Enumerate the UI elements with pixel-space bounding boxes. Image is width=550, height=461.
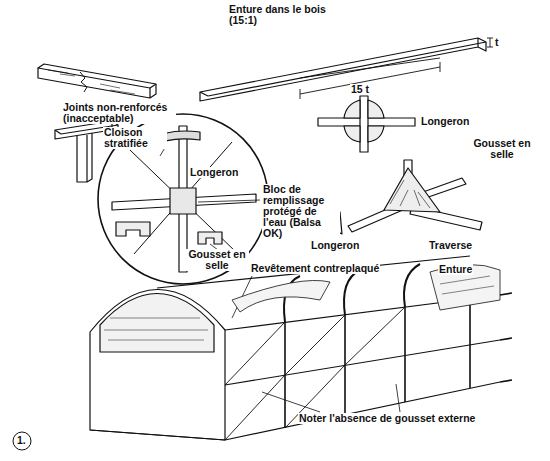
callout-label: Longeron	[420, 116, 470, 127]
callout-label: Joints non-renforcés (inacceptable)	[62, 102, 176, 124]
callout-label: Revêtement contreplaqué	[250, 263, 380, 274]
callout-label: Bloc de remplissage protégé de l'eau (Ba…	[262, 184, 340, 239]
callout-label: Traverse	[428, 240, 473, 251]
part-label: Longeron	[189, 167, 239, 178]
callout-label: Enture dans le bois (15:1)	[228, 4, 348, 26]
callout-label: 1.	[16, 435, 27, 446]
detail-circle: Cloison stratifiéeLongeronGousset en sel…	[97, 113, 269, 285]
callout-label: Enture	[438, 264, 473, 275]
callout-label: Longeron	[310, 240, 360, 251]
callout-label: Gousset en selle	[470, 138, 534, 160]
part-label: Cloison stratifiée	[103, 127, 167, 149]
part-label: Gousset en selle	[185, 249, 249, 271]
callout-label: t	[494, 37, 500, 48]
callout-label: Noter l'absence de gousset externe	[298, 413, 476, 424]
callout-label: 15 t	[350, 84, 370, 95]
